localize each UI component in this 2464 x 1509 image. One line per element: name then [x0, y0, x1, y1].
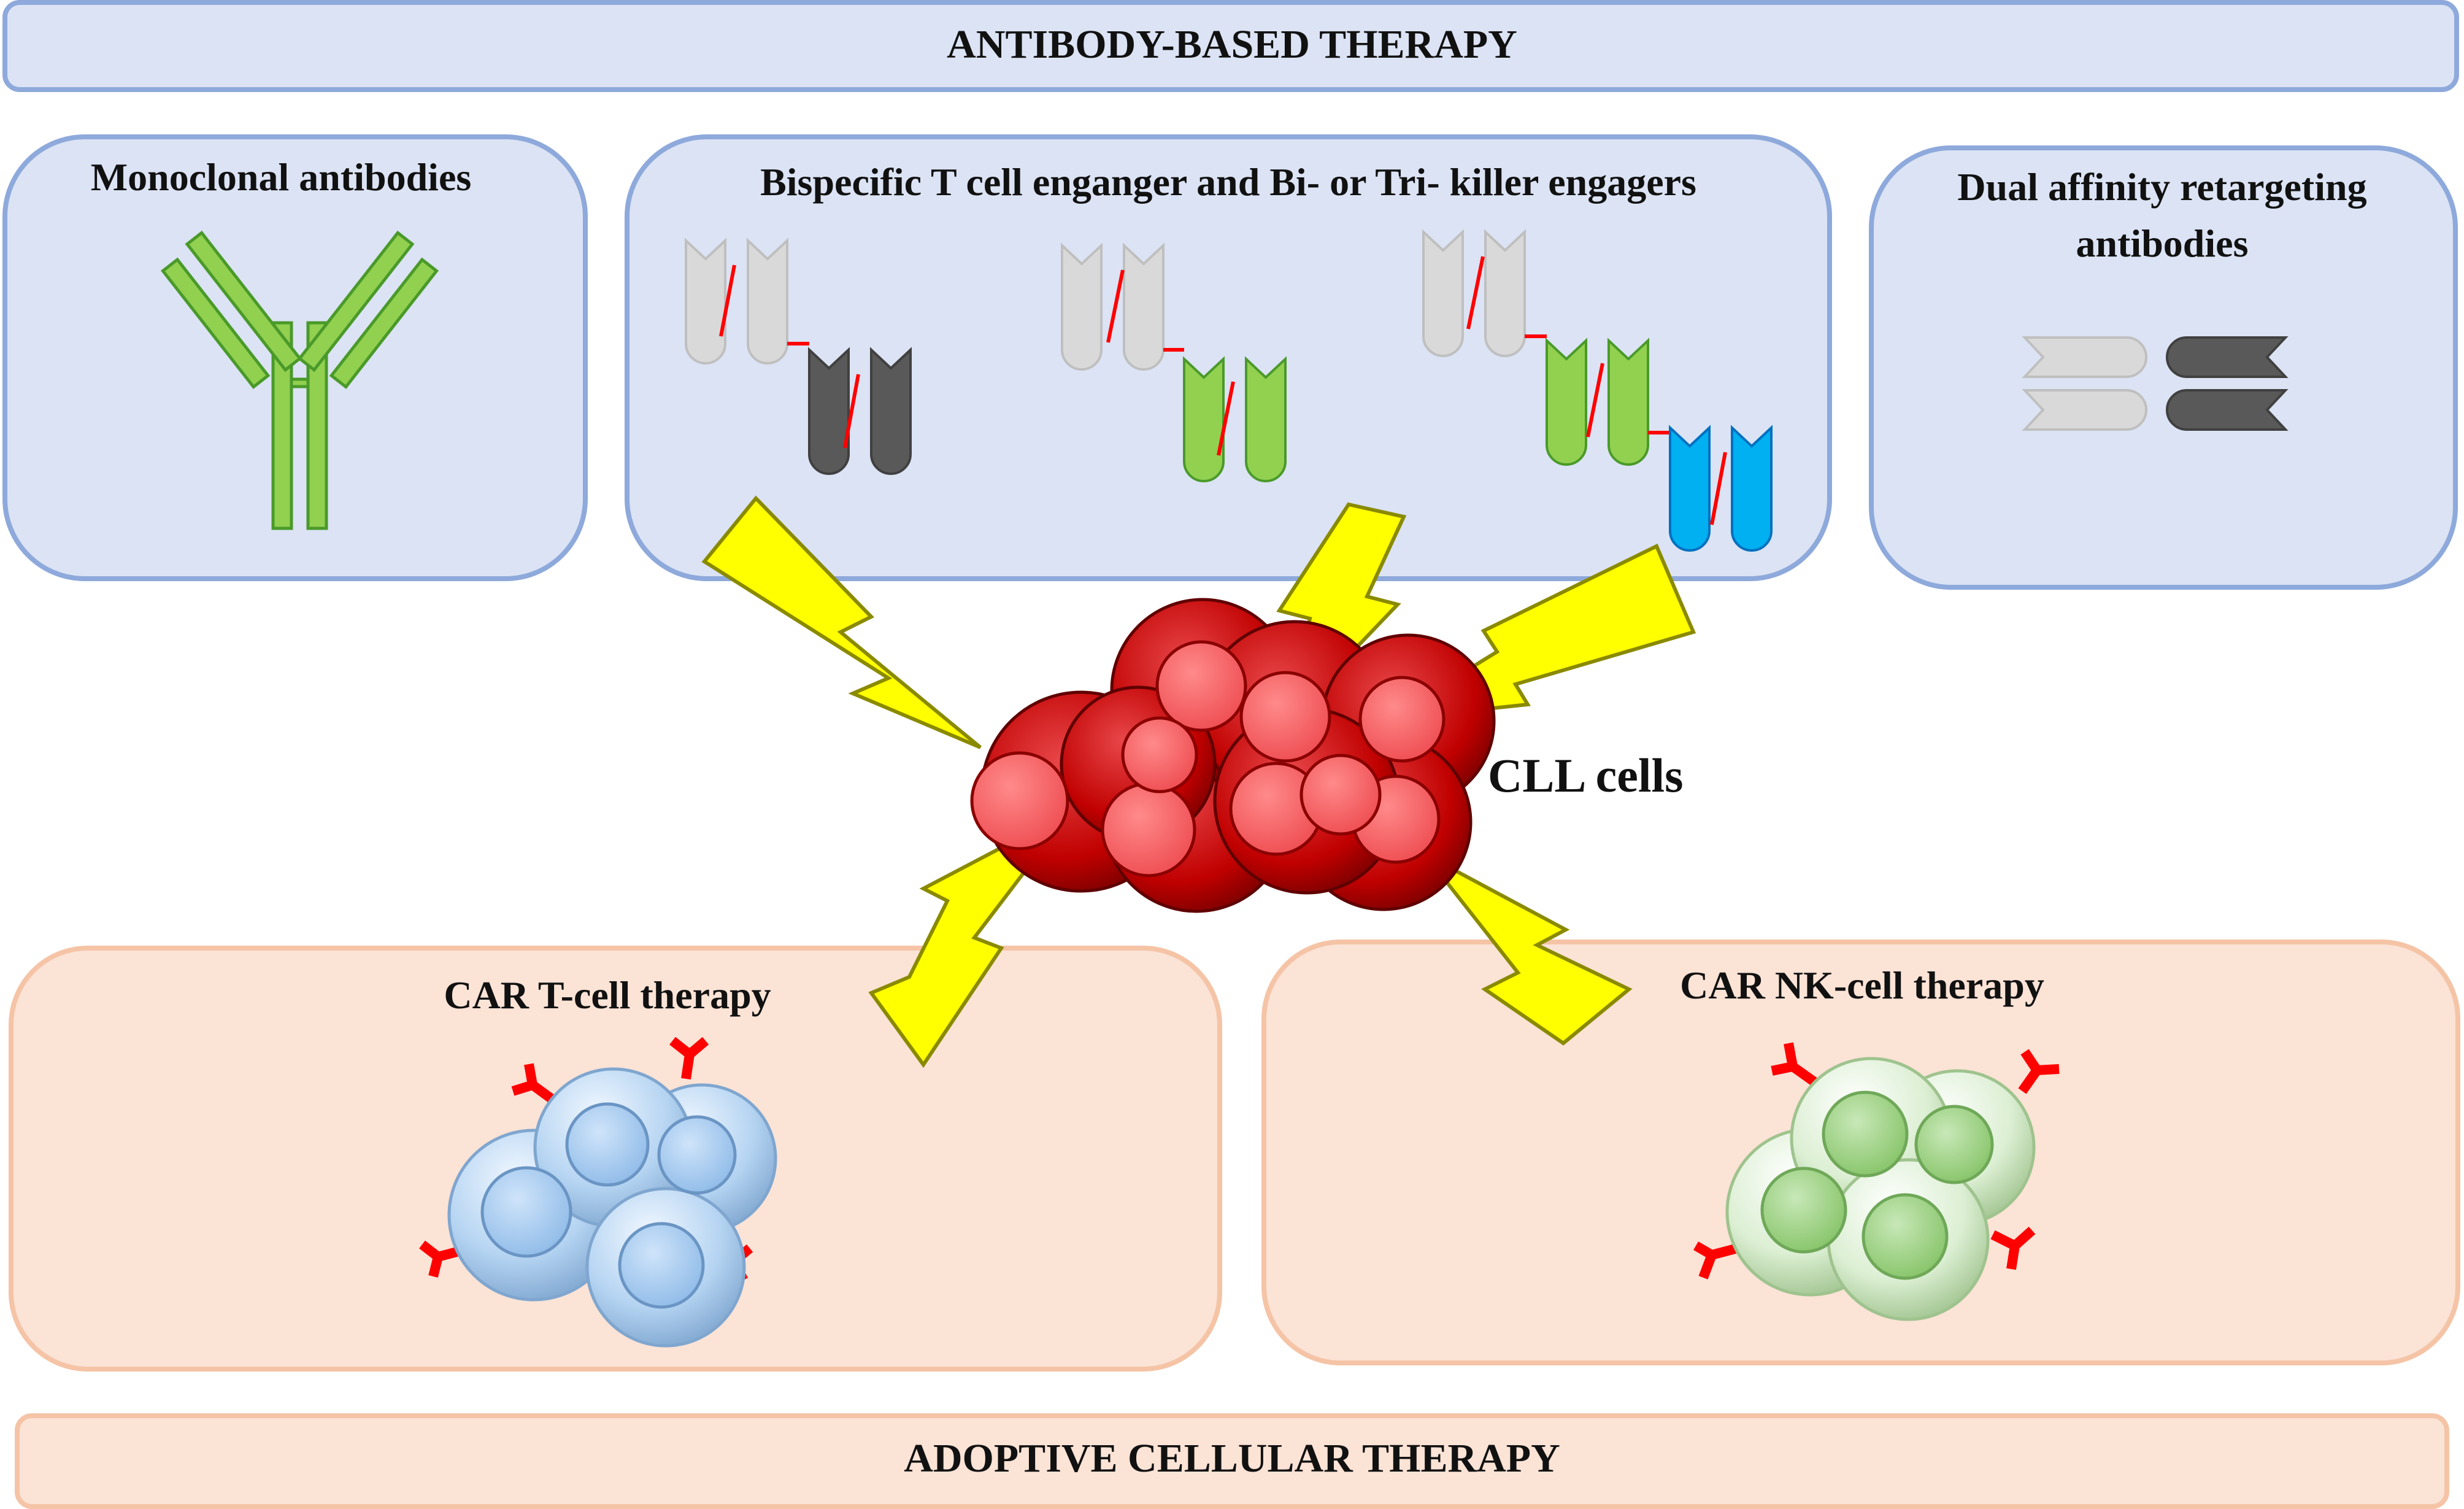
y-antibody-icon [160, 230, 439, 530]
cll-cell-cluster-icon [970, 598, 1496, 913]
adoptive-cellular-therapy-banner: ADOPTIVE CELLULAR THERAPY [15, 1413, 2449, 1509]
lightning-bolt-icon [1423, 852, 1633, 1046]
bike-construct-icon [1061, 242, 1287, 482]
dual-affinity-retargeting-panel: Dual affinity retargeting antibodies [1869, 145, 2458, 590]
trike-construct-icon [1422, 229, 1773, 552]
car-receptor-icon [1693, 1042, 2060, 1279]
bite-construct-icon [685, 237, 912, 475]
car-t-cell-therapy-title: CAR T-cell therapy [444, 973, 771, 1017]
antibody-based-therapy-title: ANTIBODY-BASED THERAPY [947, 22, 1517, 67]
lightning-bolts [701, 495, 1696, 1068]
monoclonal-antibodies-title: Monoclonal antibodies [91, 155, 472, 199]
car-nk-cell-cluster-icon [1693, 1042, 2060, 1321]
car-t-cell-therapy-panel: CAR T-cell therapy [9, 946, 1222, 1372]
lightning-bolt-icon [868, 809, 1072, 1068]
cll-cells-label: CLL cells [1488, 749, 1684, 802]
dart-title-line2: antibodies [2076, 222, 2249, 265]
bispecific-engagers-title: Bispecific T cell enganger and Bi- or Tr… [760, 160, 1696, 204]
dart-construct-icon [2022, 336, 2289, 431]
lightning-bolt-icon [701, 495, 982, 749]
dart-title-line1: Dual affinity retargeting [1957, 165, 2366, 209]
monoclonal-antibodies-panel: Monoclonal antibodies [2, 134, 588, 581]
car-t-cell-cluster-icon [419, 1036, 777, 1348]
antibody-based-therapy-banner: ANTIBODY-BASED THERAPY [2, 0, 2459, 92]
adoptive-cellular-therapy-title: ADOPTIVE CELLULAR THERAPY [904, 1436, 1560, 1481]
bispecific-engagers-panel: Bispecific T cell enganger and Bi- or Tr… [625, 134, 1832, 581]
car-nk-cell-therapy-panel: CAR NK-cell therapy [1261, 940, 2460, 1365]
car-nk-cell-therapy-title: CAR NK-cell therapy [1680, 963, 2044, 1007]
